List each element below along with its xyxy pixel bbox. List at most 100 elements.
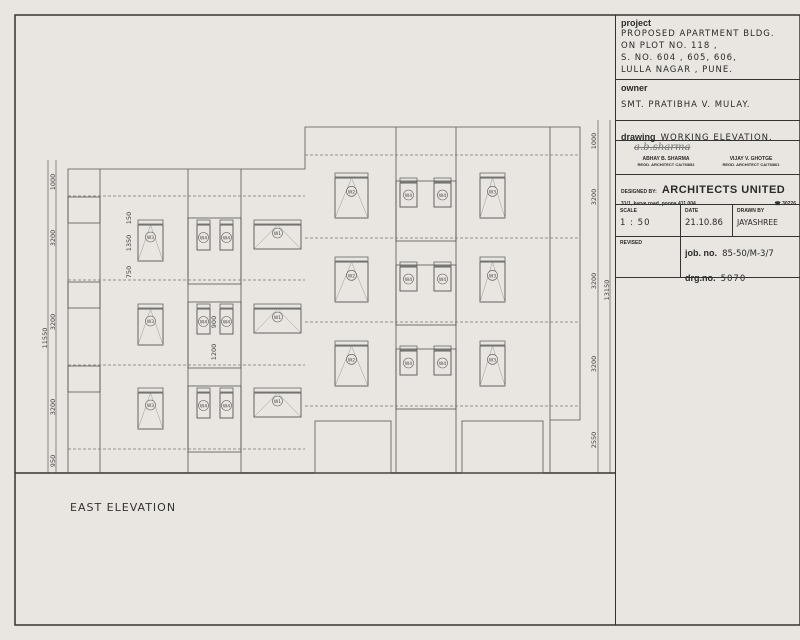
window-tag: W3 xyxy=(147,235,154,241)
window-tag: W4 xyxy=(223,404,230,410)
window-w1: W1 xyxy=(253,219,302,250)
window-opening-mark xyxy=(479,261,506,303)
window-tag: W4 xyxy=(200,404,207,410)
firm-name: ARCHITECTS UNITED xyxy=(661,184,786,196)
window-tag-circle xyxy=(221,316,232,327)
window-frame xyxy=(196,308,211,335)
window-tag-circle xyxy=(437,273,448,285)
window-tag-circle xyxy=(346,270,357,281)
dim-window-height: 1350 xyxy=(125,235,133,252)
job-number: 85-50/M-3/7 xyxy=(722,249,774,259)
window-tag: W4 xyxy=(405,193,412,199)
window-tag: W4 xyxy=(405,361,412,367)
window-w4: W4 xyxy=(196,303,211,335)
window-lintel xyxy=(196,303,211,309)
window-lintel xyxy=(479,256,506,262)
revised-row: REVISED job. no. 85-50/M-3/7 drg.no. 507… xyxy=(616,237,800,284)
project-line: LULLA NAGAR , PUNE. xyxy=(621,65,733,75)
window-w4: W4 xyxy=(219,303,234,335)
window-lintel xyxy=(137,387,164,393)
window-tag: W1 xyxy=(274,399,281,405)
project-section: project PROPOSED APARTMENT BLDG. ON PLOT… xyxy=(616,15,800,80)
window-frame xyxy=(334,345,369,387)
window-lintel xyxy=(399,177,418,183)
window-tag-circle xyxy=(272,227,283,239)
window-tag-circle xyxy=(437,189,448,201)
drawing-title: EAST ELEVATION xyxy=(70,501,176,514)
window-lintel xyxy=(479,172,506,178)
window-tag: W2 xyxy=(348,357,355,363)
window-w3: W3 xyxy=(137,303,164,346)
window-frame xyxy=(219,224,234,251)
window-opening-mark xyxy=(137,392,164,430)
window-lintel xyxy=(253,219,302,225)
window-w2: W2 xyxy=(334,172,369,219)
window-frame xyxy=(479,261,506,303)
window-frame xyxy=(137,392,164,430)
project-label: project xyxy=(621,18,652,28)
dim-left-3: 3200 xyxy=(49,314,57,331)
revised-label: REVISED xyxy=(620,240,642,246)
window-lintel xyxy=(433,345,452,351)
window-w3: W3 xyxy=(479,340,506,387)
window-tag: W4 xyxy=(200,320,207,326)
architect2-name: VIJAY V. GHOTGE xyxy=(729,156,773,162)
window-tag: W3 xyxy=(147,403,154,409)
owner-section: owner SMT. PRATIBHA V. MULAY. xyxy=(616,80,800,121)
dim-vent-height: 900 xyxy=(210,316,218,328)
window-opening-mark xyxy=(253,224,302,250)
window-lintel xyxy=(219,219,234,225)
dim-left-4: 3200 xyxy=(49,399,57,416)
drawing-name: WORKING ELEVATION. xyxy=(660,133,773,143)
window-lintel xyxy=(334,340,369,346)
window-tag-circle xyxy=(221,400,232,411)
window-lintel xyxy=(219,303,234,309)
window-tag: W3 xyxy=(489,357,496,363)
window-opening-mark xyxy=(253,308,302,334)
window-frame xyxy=(334,177,369,219)
window-tag-circle xyxy=(221,232,232,243)
window-w2: W2 xyxy=(334,256,369,303)
window-lintel xyxy=(137,303,164,309)
architect1-name: ABHAY B. SHARMA xyxy=(642,156,690,162)
window-lintel xyxy=(334,256,369,262)
drawing-label: drawing xyxy=(621,132,656,142)
window-w1: W1 xyxy=(253,303,302,334)
window-tag: W3 xyxy=(489,189,496,195)
window-w1: W1 xyxy=(253,387,302,418)
window-opening-mark xyxy=(479,345,506,387)
window-frame xyxy=(334,261,369,303)
window-tag: W2 xyxy=(348,189,355,195)
window-lintel xyxy=(196,219,211,225)
project-line: PROPOSED APARTMENT BLDG. xyxy=(621,29,775,39)
window-frame xyxy=(399,182,418,208)
owner-label: owner xyxy=(621,83,648,93)
window-frame xyxy=(219,308,234,335)
scale-value: 1 : 50 xyxy=(620,218,651,228)
window-tag-circle xyxy=(346,186,357,197)
dim-window-sill: 750 xyxy=(125,266,133,278)
window-frame xyxy=(196,224,211,251)
window-tag-circle xyxy=(403,189,414,201)
dim-left-total: 11550 xyxy=(41,328,49,349)
window-lintel xyxy=(334,172,369,178)
window-lintel xyxy=(137,219,164,225)
date-label: DATE xyxy=(685,208,699,214)
window-tag: W4 xyxy=(439,361,446,367)
window-lintel xyxy=(399,261,418,267)
window-w4: W4 xyxy=(399,345,418,376)
window-opening-mark xyxy=(334,345,369,387)
dim-right-4: 3200 xyxy=(590,356,598,373)
window-frame xyxy=(479,177,506,219)
window-frame xyxy=(433,266,452,292)
designed-by-label: DESIGNED BY: xyxy=(621,189,657,195)
window-tag-circle xyxy=(437,357,448,369)
dim-right-3: 3200 xyxy=(590,273,598,290)
window-tag-circle xyxy=(487,354,498,365)
project-line: ON PLOT NO. 118 , xyxy=(621,41,718,51)
window-frame xyxy=(137,224,164,262)
dim-right-total: 13150 xyxy=(603,280,611,301)
window-tag: W4 xyxy=(223,236,230,242)
window-tag: W1 xyxy=(274,315,281,321)
